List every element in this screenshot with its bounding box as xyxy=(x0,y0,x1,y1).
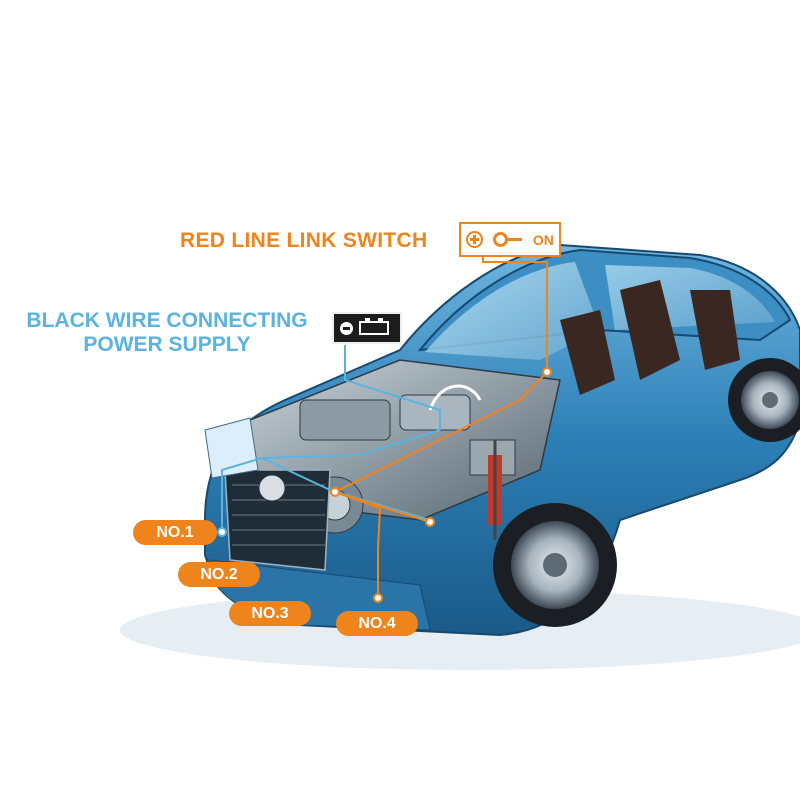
windshield xyxy=(425,262,600,360)
front-wheel xyxy=(493,503,617,627)
point-label-1: NO.1 xyxy=(133,520,217,545)
interior-seats xyxy=(560,280,740,395)
point-label-4: NO.4 xyxy=(336,611,418,636)
headlight xyxy=(204,417,259,479)
black-wire-title: BLACK WIRE CONNECTING POWER SUPPLY xyxy=(8,309,326,357)
connection-dots xyxy=(217,367,552,603)
blue-wire xyxy=(221,345,441,532)
switch-indicator-box: ON xyxy=(459,222,561,257)
rear-wheel xyxy=(728,358,800,442)
battery-icon xyxy=(359,318,389,335)
black-wire-line1: BLACK WIRE CONNECTING xyxy=(26,309,308,332)
switch-title: RED LINE LINK SWITCH xyxy=(180,229,428,252)
plus-circle-icon xyxy=(466,231,484,248)
front-grille xyxy=(224,469,331,571)
point-label-3: NO.3 xyxy=(229,601,311,626)
key-icon xyxy=(493,232,523,247)
switch-on-label: ON xyxy=(532,231,554,248)
orange-wire xyxy=(334,257,548,598)
battery-indicator-box xyxy=(332,312,402,344)
point-label-2: NO.2 xyxy=(178,562,260,587)
black-wire-line2: POWER SUPPLY xyxy=(83,333,251,356)
minus-circle-icon xyxy=(340,321,353,335)
suspension-strut xyxy=(488,440,502,540)
